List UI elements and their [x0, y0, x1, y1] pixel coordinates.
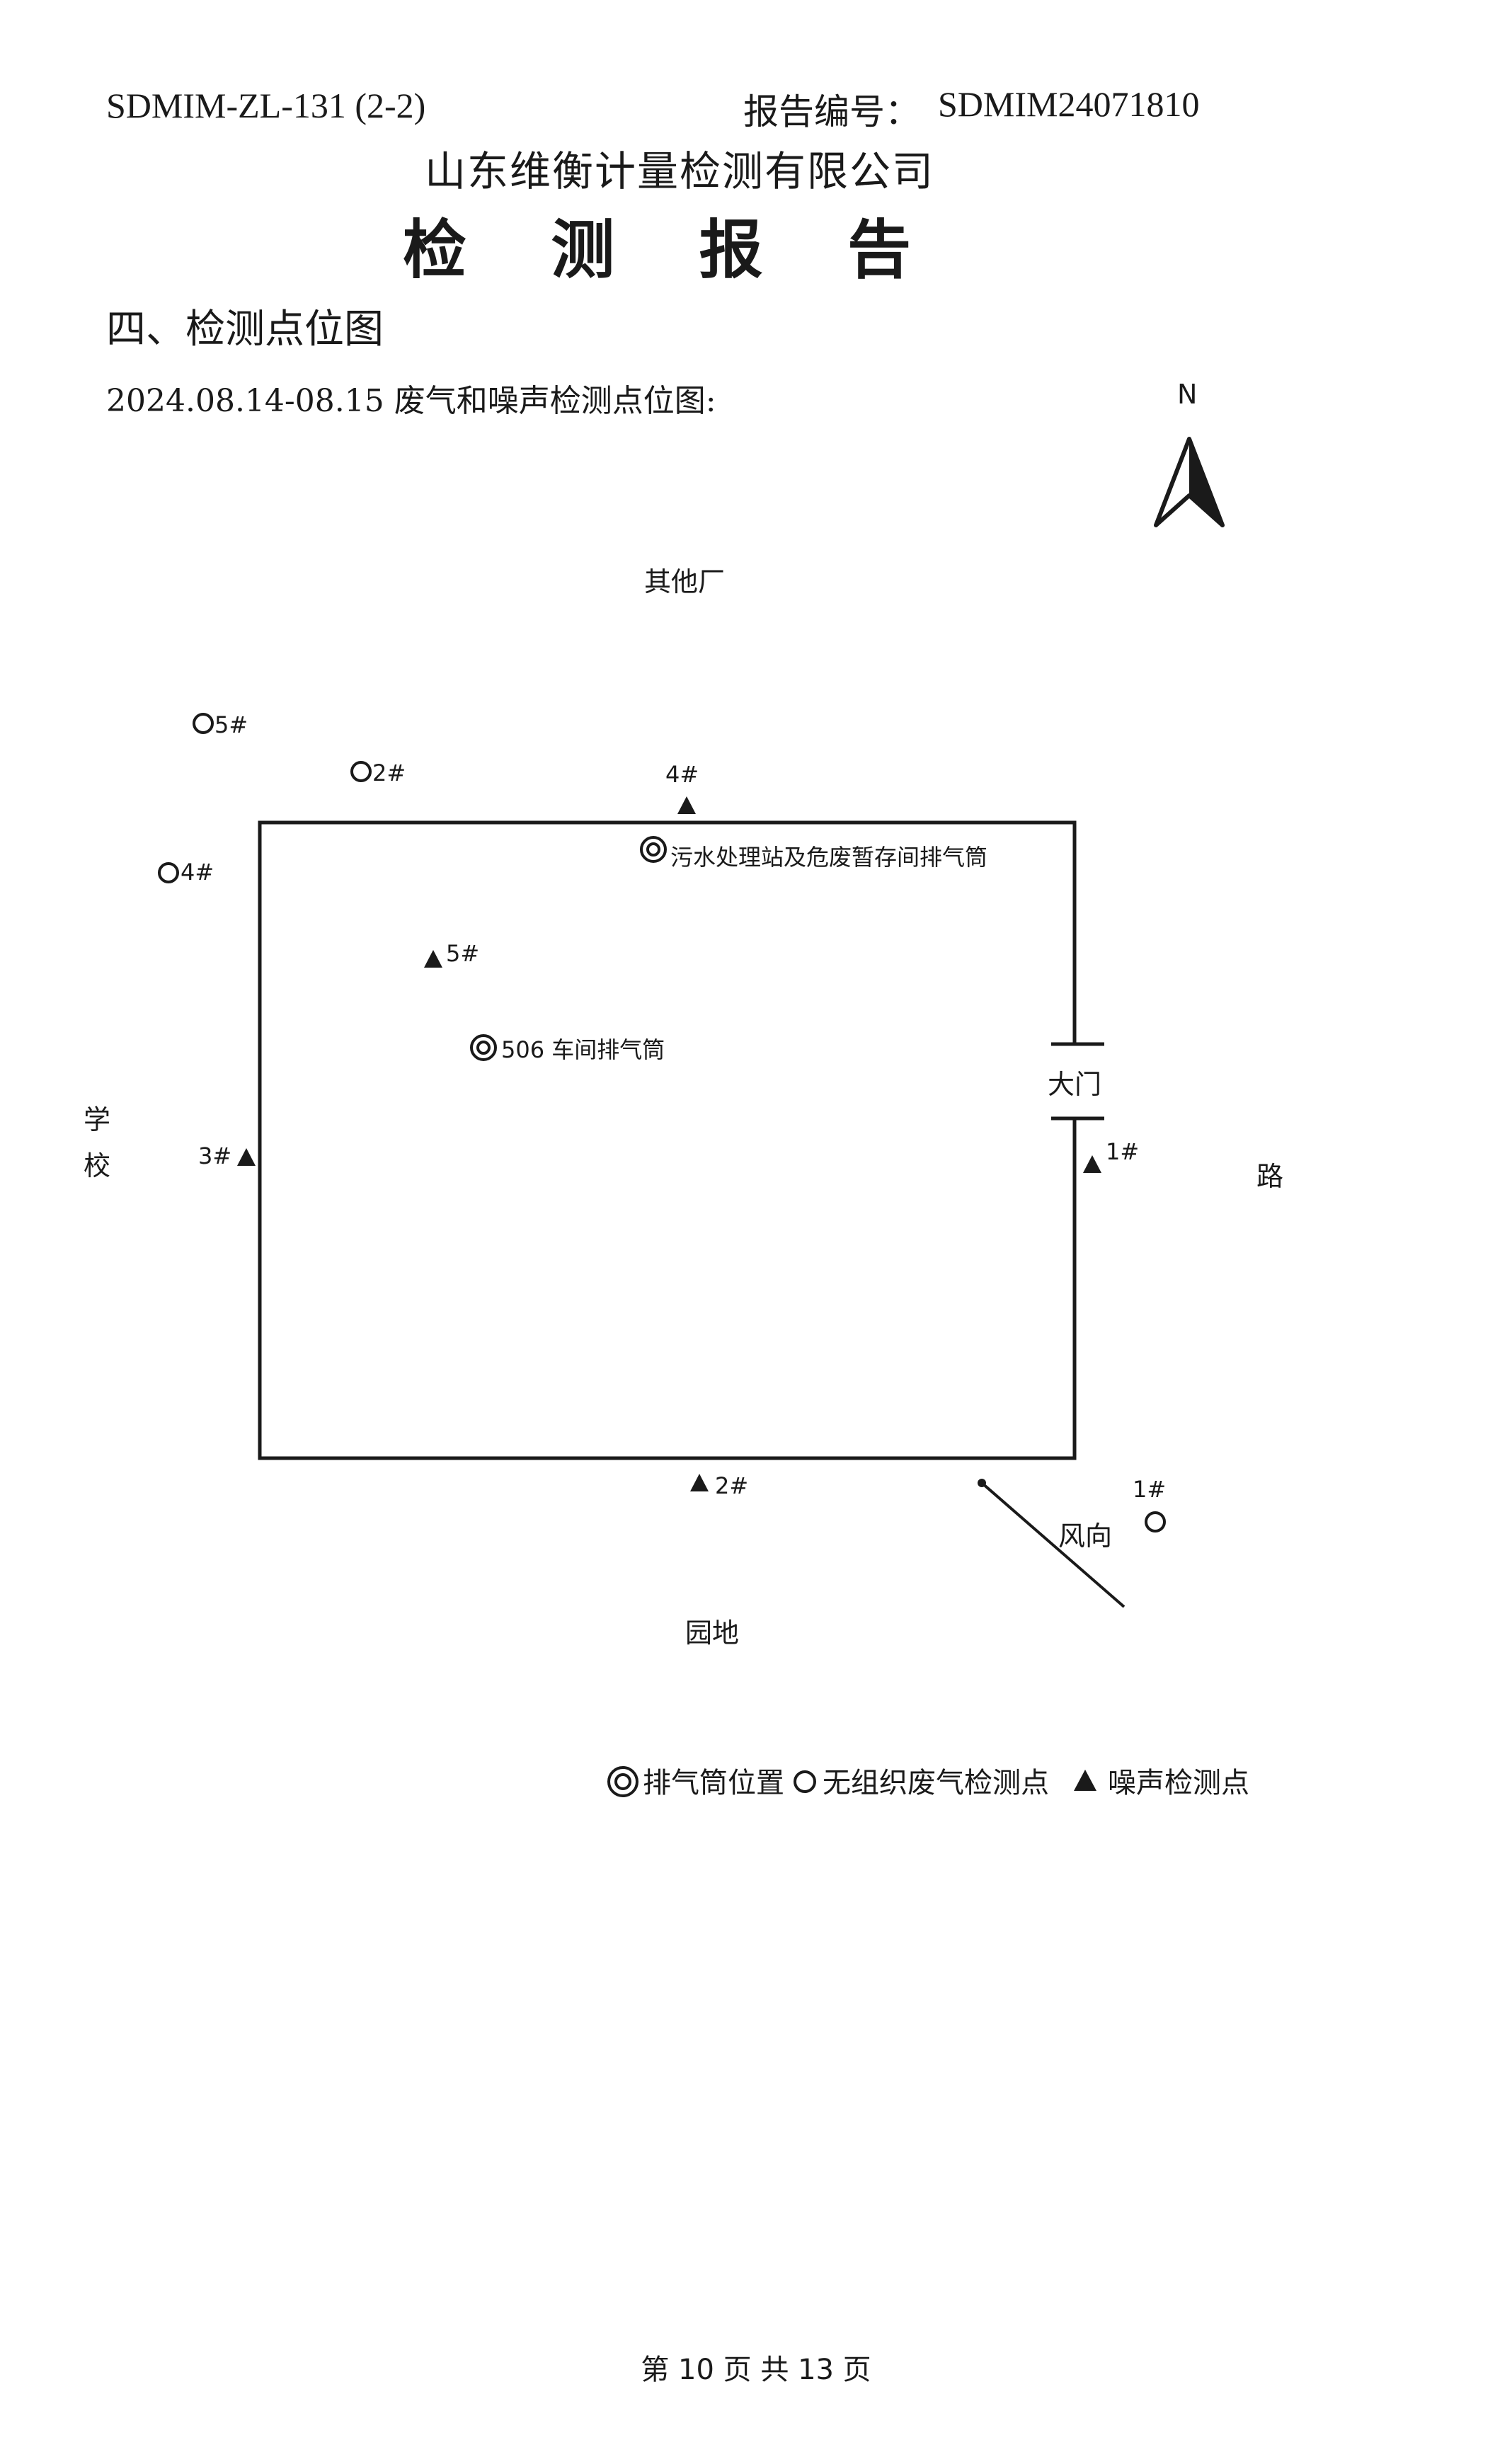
surround-west-label-1: 学: [84, 1104, 110, 1135]
surround-east-label: 路: [1256, 1161, 1283, 1192]
unorganized-point-icon: [158, 862, 179, 883]
noise-point-label-2: 2#: [715, 1472, 748, 1499]
legend-exhaust-icon: [607, 1766, 638, 1797]
unorganized-point-label-4: 4#: [181, 859, 214, 886]
wind-direction-line: [980, 1482, 1126, 1608]
page-number: 第 10 页 共 13 页: [641, 2354, 871, 2386]
section-heading: 四、检测点位图: [106, 306, 384, 353]
report-title: 检 测 报 告: [403, 212, 942, 287]
unorganized-point-label-1: 1#: [1133, 1476, 1166, 1503]
north-label: N: [1177, 379, 1197, 410]
noise-point-label-5: 5#: [446, 940, 479, 967]
legend-unorganized-icon: [794, 1770, 816, 1793]
surround-west-label-2: 校: [84, 1150, 110, 1181]
exhaust-stack-icon: [640, 836, 667, 863]
report-number: SDMIM24071810: [938, 84, 1200, 124]
unorganized-point-icon: [1145, 1511, 1166, 1532]
noise-point-icon: [237, 1148, 256, 1166]
unorganized-point-icon: [350, 761, 372, 782]
unorganized-point-icon: [193, 713, 214, 734]
legend-unorganized-label: 无组织废气检测点: [823, 1767, 1049, 1799]
gate-label: 大门: [1048, 1069, 1101, 1100]
noise-point-label-4: 4#: [665, 761, 699, 788]
unorganized-point-label-5: 5#: [214, 711, 248, 738]
noise-point-icon: [424, 950, 442, 968]
company-name: 山东维衡计量检测有限公司: [425, 147, 935, 195]
legend-noise-label: 噪声检测点: [1108, 1767, 1249, 1799]
legend: 排气筒位置 无组织废气检测点 噪声检测点: [607, 1766, 1249, 1799]
surround-north-label: 其他厂: [644, 566, 725, 597]
legend-noise-icon: [1074, 1770, 1096, 1791]
noise-point-icon: [677, 796, 696, 814]
plant-boundary: [258, 820, 1077, 1460]
noise-point-label-1: 1#: [1106, 1138, 1139, 1165]
exhaust-stack-icon: [470, 1034, 497, 1061]
map-subtitle: 2024.08.14-08.15 废气和噪声检测点位图:: [106, 383, 716, 419]
surround-south-label: 园地: [685, 1617, 739, 1649]
wind-direction-label: 风向: [1058, 1520, 1112, 1552]
noise-point-icon: [690, 1474, 709, 1491]
exhaust-stack-label-2: 506 车间排气筒: [501, 1036, 665, 1063]
north-arrow-icon: [1154, 437, 1225, 527]
unorganized-point-label-2: 2#: [372, 760, 406, 786]
legend-exhaust-label: 排气筒位置: [643, 1767, 784, 1799]
wind-direction-origin-icon: [978, 1479, 986, 1487]
noise-point-label-3: 3#: [198, 1142, 231, 1169]
noise-point-icon: [1083, 1155, 1101, 1173]
report-number-label: 报告编号：: [743, 91, 920, 132]
exhaust-stack-label-1: 污水处理站及危废暂存间排气筒: [670, 844, 987, 871]
form-code: SDMIM-ZL-131 (2-2): [106, 86, 426, 125]
